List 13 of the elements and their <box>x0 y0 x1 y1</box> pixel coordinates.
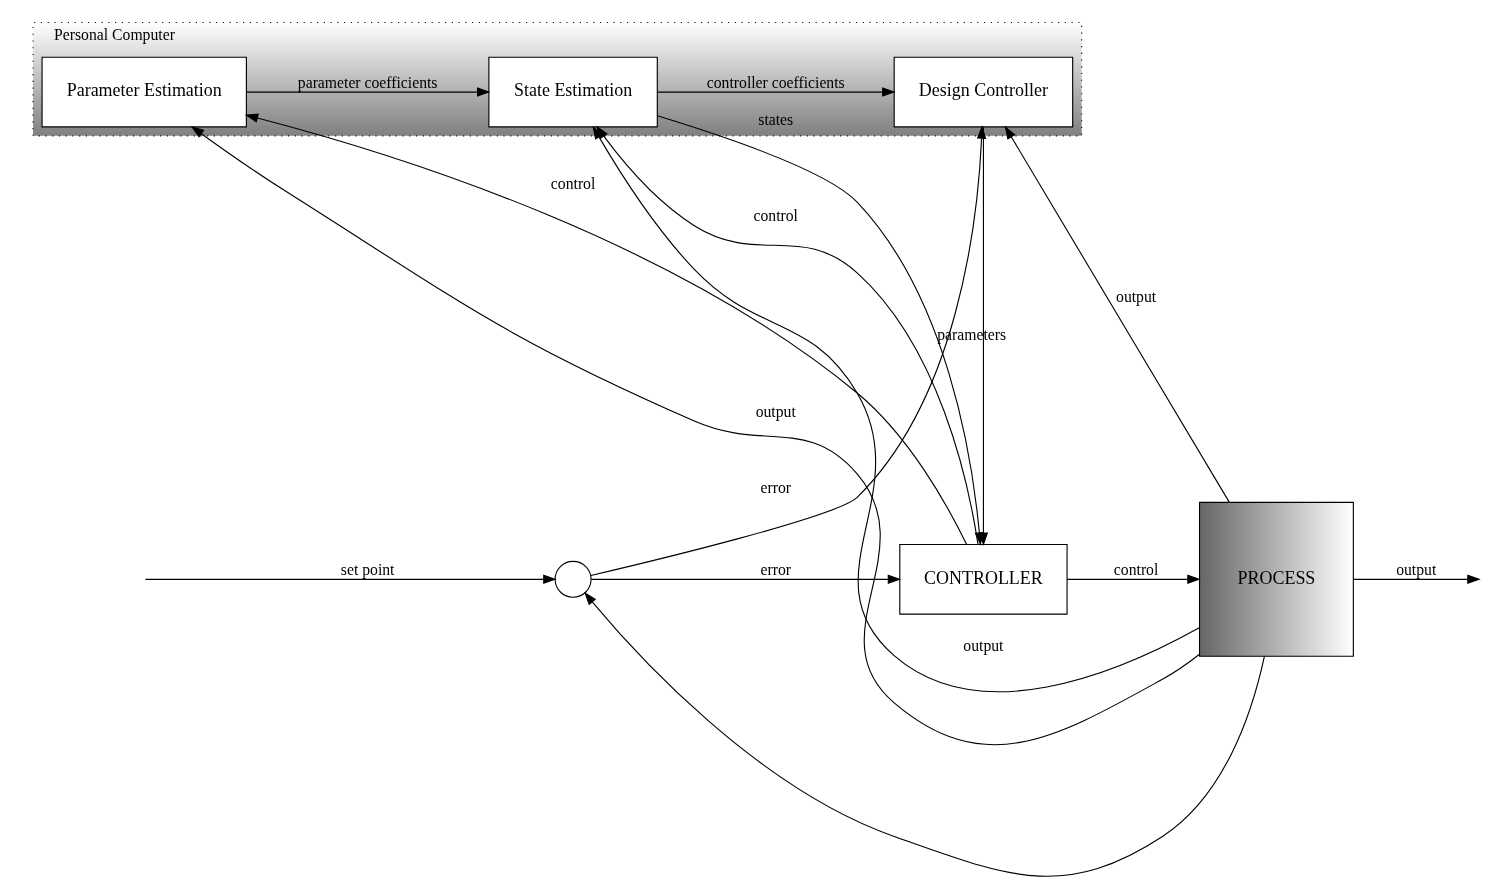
edge-label: states <box>757 110 793 128</box>
edge-label: output <box>755 402 796 420</box>
edge-label: output <box>1115 287 1156 305</box>
edge-label: control <box>1113 560 1158 578</box>
edge-label: error <box>759 478 791 496</box>
edge-label: controller coefficients <box>706 73 845 91</box>
edge-label: control <box>550 174 595 192</box>
edge-label: error <box>759 560 791 578</box>
edge-label: output <box>1395 560 1436 578</box>
edge-label: set point <box>340 560 394 578</box>
edge-label: control <box>752 206 798 224</box>
edge-label: output <box>962 636 1003 654</box>
edge-label: parameter coefficients <box>297 73 437 91</box>
